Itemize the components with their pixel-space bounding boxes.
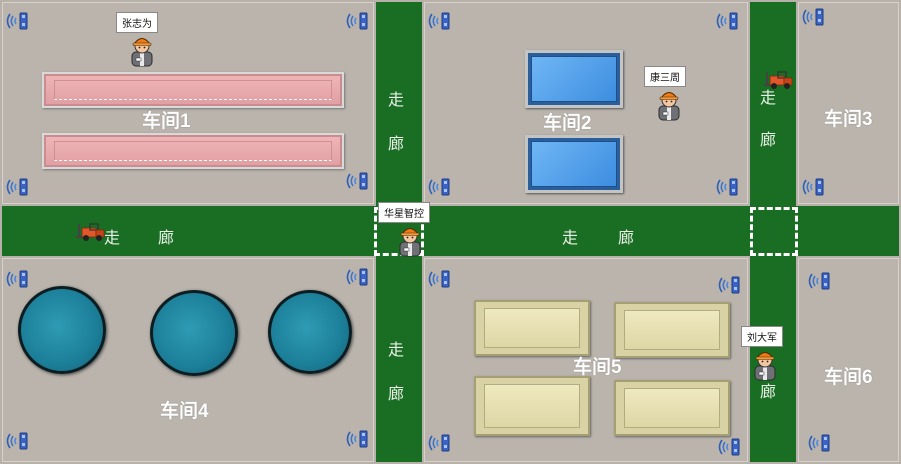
wireless-sensor-icon[interactable] (426, 176, 456, 198)
worker-name-tag: 华星智控 (378, 202, 430, 223)
workshop-label: 车间4 (160, 401, 209, 422)
wireless-sensor-icon[interactable] (716, 436, 746, 458)
wireless-sensor-icon[interactable] (716, 274, 746, 296)
area-marker (750, 207, 798, 256)
wireless-sensor-icon[interactable] (426, 268, 456, 290)
corridor-label: 廊 (760, 382, 777, 401)
worker-name-tag: 张志为 (116, 12, 158, 33)
storage-tank[interactable] (150, 290, 238, 376)
workshop-6-floor (798, 258, 899, 462)
workshop-3-floor (798, 2, 899, 204)
workshop-label: 车间2 (543, 113, 592, 134)
wireless-sensor-icon[interactable] (714, 176, 744, 198)
wireless-sensor-icon[interactable] (4, 176, 34, 198)
production-line[interactable] (42, 72, 344, 108)
material-crate[interactable] (474, 300, 590, 356)
wireless-sensor-icon[interactable] (344, 428, 374, 450)
corridor-label: 廊 (618, 228, 635, 247)
worker-icon[interactable] (127, 32, 157, 68)
material-crate[interactable] (474, 376, 590, 436)
wireless-sensor-icon[interactable] (4, 10, 34, 32)
material-crate[interactable] (614, 302, 730, 358)
worker-icon[interactable] (654, 86, 684, 122)
corridor-label: 走 (760, 88, 777, 107)
corridor-label: 廊 (760, 130, 777, 149)
worker-icon[interactable] (750, 346, 780, 382)
wireless-sensor-icon[interactable] (344, 10, 374, 32)
forklift-icon[interactable] (76, 222, 106, 242)
wireless-sensor-icon[interactable] (806, 270, 836, 292)
water-pool[interactable] (525, 135, 623, 193)
forklift-icon[interactable] (764, 70, 794, 90)
corridor-label: 走 (562, 228, 579, 247)
corridor-label: 走 (104, 228, 121, 247)
workshop-label: 车间1 (142, 111, 191, 132)
wireless-sensor-icon[interactable] (800, 176, 830, 198)
wireless-sensor-icon[interactable] (714, 10, 744, 32)
wireless-sensor-icon[interactable] (4, 268, 34, 290)
material-crate[interactable] (614, 380, 730, 436)
wireless-sensor-icon[interactable] (426, 432, 456, 454)
wireless-sensor-icon[interactable] (4, 430, 34, 452)
wireless-sensor-icon[interactable] (344, 170, 374, 192)
wireless-sensor-icon[interactable] (800, 6, 830, 28)
wireless-sensor-icon[interactable] (344, 266, 374, 288)
corridor-label: 廊 (158, 228, 175, 247)
worker-icon[interactable] (395, 222, 425, 258)
wireless-sensor-icon[interactable] (426, 10, 456, 32)
workshop-label: 车间6 (824, 367, 873, 388)
workshop-label: 车间5 (573, 357, 622, 378)
storage-tank[interactable] (268, 290, 352, 374)
production-line[interactable] (42, 133, 344, 169)
water-pool[interactable] (525, 50, 623, 108)
corridor-label: 廊 (388, 134, 405, 153)
storage-tank[interactable] (18, 286, 106, 374)
worker-name-tag: 康三周 (644, 66, 686, 87)
corridor-label: 廊 (388, 384, 405, 403)
corridor-label: 走 (388, 340, 405, 359)
wireless-sensor-icon[interactable] (806, 432, 836, 454)
worker-name-tag: 刘大军 (741, 326, 783, 347)
workshop-label: 车间3 (824, 109, 873, 130)
corridor-label: 走 (388, 90, 405, 109)
corridor-horizontal (2, 206, 899, 256)
